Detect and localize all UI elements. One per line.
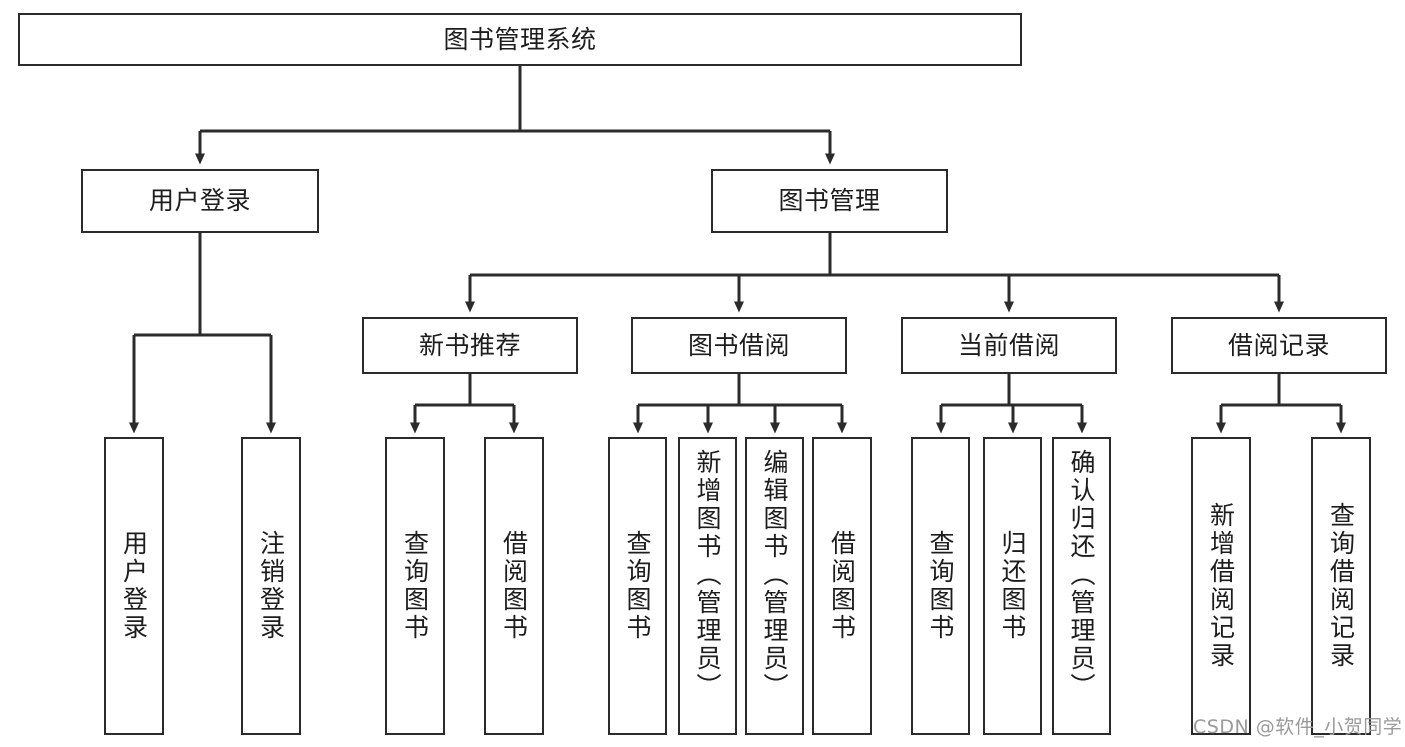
node-book-manage[interactable]: 图书管理 bbox=[711, 169, 948, 233]
node-leaf-borrow-book-2-label: 借阅图书 bbox=[827, 530, 857, 642]
node-leaf-query-book-1[interactable]: 查询图书 bbox=[385, 437, 445, 735]
node-user-login-label: 用户登录 bbox=[148, 186, 251, 216]
node-root-label: 图书管理系统 bbox=[443, 24, 597, 54]
node-leaf-query-book-3[interactable]: 查询图书 bbox=[911, 437, 970, 735]
node-new-book-rec[interactable]: 新书推荐 bbox=[362, 317, 578, 374]
node-leaf-borrow-book-2[interactable]: 借阅图书 bbox=[812, 437, 872, 735]
node-leaf-confirm-return[interactable]: 确认归还（管理员） bbox=[1052, 437, 1111, 735]
node-leaf-borrow-book-1-label: 借阅图书 bbox=[499, 530, 529, 642]
node-leaf-logout-label: 注销登录 bbox=[256, 530, 286, 642]
node-leaf-edit-book[interactable]: 编辑图书（管理员） bbox=[745, 437, 804, 735]
node-book-manage-label: 图书管理 bbox=[778, 186, 881, 216]
node-user-login[interactable]: 用户登录 bbox=[81, 169, 319, 233]
node-leaf-add-record[interactable]: 新增借阅记录 bbox=[1191, 437, 1251, 735]
node-leaf-edit-book-label: 编辑图书（管理员） bbox=[760, 449, 789, 701]
node-leaf-user-login-label: 用户登录 bbox=[119, 530, 149, 642]
node-leaf-logout[interactable]: 注销登录 bbox=[241, 437, 301, 735]
node-leaf-return-book[interactable]: 归还图书 bbox=[983, 437, 1042, 735]
node-leaf-query-record-label: 查询借阅记录 bbox=[1326, 502, 1356, 670]
node-current-borrow-label: 当前借阅 bbox=[957, 330, 1060, 360]
node-current-borrow[interactable]: 当前借阅 bbox=[901, 317, 1117, 374]
node-leaf-user-login[interactable]: 用户登录 bbox=[104, 437, 164, 735]
node-root[interactable]: 图书管理系统 bbox=[18, 13, 1022, 66]
node-leaf-add-record-label: 新增借阅记录 bbox=[1206, 502, 1236, 670]
csdn-watermark: CSDN @软件_小贺同学 bbox=[1193, 716, 1403, 738]
node-leaf-query-book-3-label: 查询图书 bbox=[926, 530, 955, 642]
node-book-borrow[interactable]: 图书借阅 bbox=[631, 317, 847, 374]
node-leaf-query-book-2-label: 查询图书 bbox=[623, 530, 652, 642]
node-leaf-borrow-book-1[interactable]: 借阅图书 bbox=[484, 437, 544, 735]
node-book-borrow-label: 图书借阅 bbox=[687, 330, 790, 360]
node-new-book-rec-label: 新书推荐 bbox=[418, 330, 521, 360]
node-borrow-record[interactable]: 借阅记录 bbox=[1171, 317, 1387, 374]
node-borrow-record-label: 借阅记录 bbox=[1227, 330, 1330, 360]
node-leaf-add-book-label: 新增图书（管理员） bbox=[693, 449, 722, 701]
node-leaf-query-record[interactable]: 查询借阅记录 bbox=[1311, 437, 1371, 735]
node-leaf-return-book-label: 归还图书 bbox=[998, 530, 1027, 642]
node-leaf-confirm-return-label: 确认归还（管理员） bbox=[1067, 449, 1096, 701]
node-leaf-query-book-2[interactable]: 查询图书 bbox=[608, 437, 667, 735]
node-leaf-query-book-1-label: 查询图书 bbox=[400, 530, 430, 642]
node-leaf-add-book[interactable]: 新增图书（管理员） bbox=[678, 437, 737, 735]
